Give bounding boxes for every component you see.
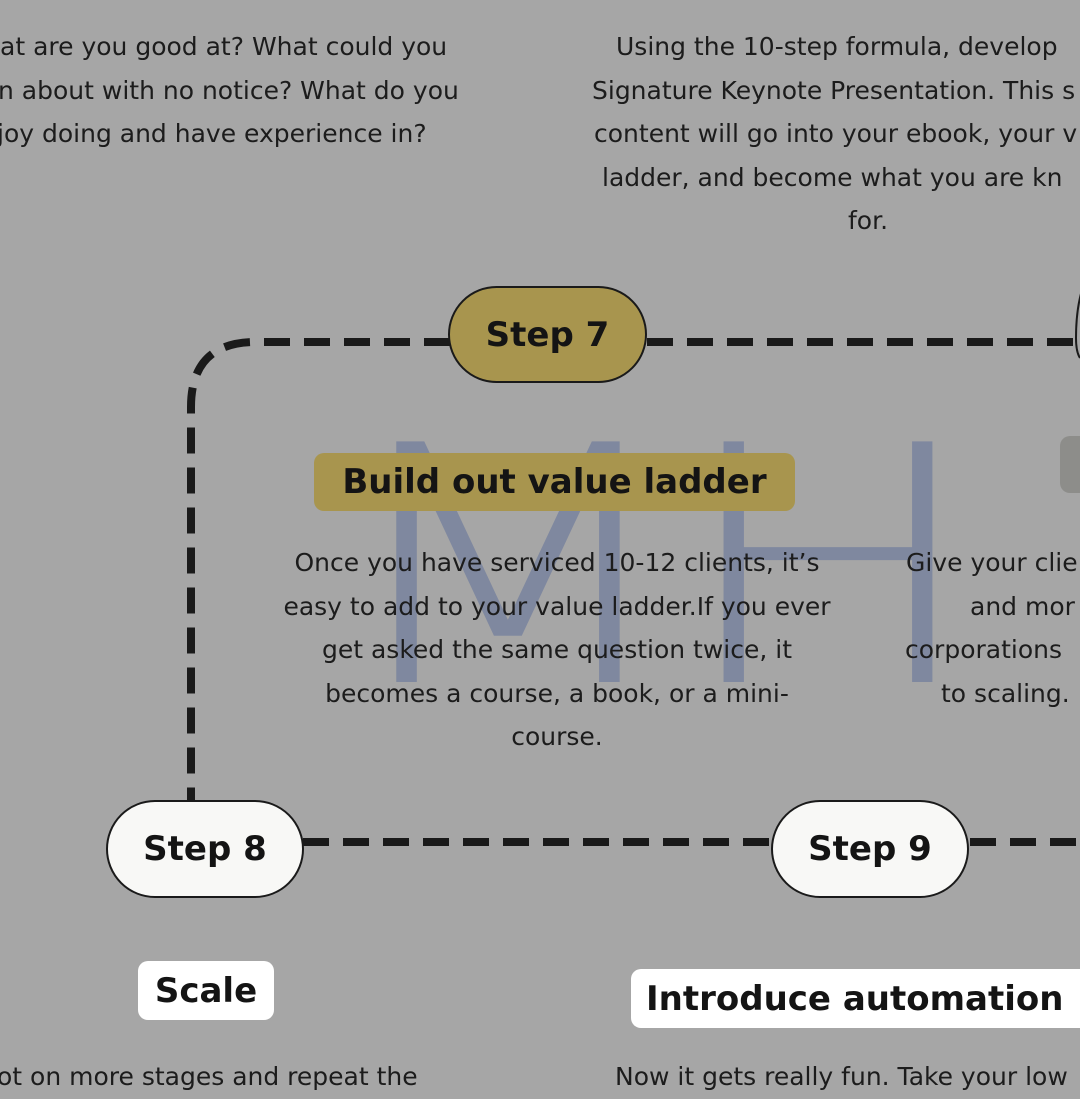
step-description-top-left: at are you good at? What could you n abo… — [0, 25, 485, 156]
text-line: content will go into your ebook, your v — [594, 119, 1078, 148]
text-line: corporations — [905, 635, 1062, 664]
connector-step7-to-step8 — [187, 338, 450, 800]
text-line: joy doing and have experience in? — [0, 119, 427, 148]
step-9-title: Introduce automation — [631, 969, 1080, 1028]
text-line: for. — [848, 206, 889, 235]
text-line: easy to add to your value ladder.If you … — [283, 591, 831, 621]
step-description-top-right: Using the 10-step formula, develop Signa… — [592, 25, 1080, 243]
text-line: Using the 10-step formula, develop — [616, 32, 1058, 61]
text-line: Give your clie — [906, 548, 1078, 577]
text-line: n about with no notice? What do you — [0, 75, 459, 105]
text-line: ladder, and become what you are kn — [602, 162, 1063, 192]
step-9-title-text: Introduce automation — [646, 978, 1064, 1019]
step-pill-partial-right — [1074, 293, 1080, 359]
step-8-title: Scale — [138, 961, 274, 1020]
text-line: get asked the same question twice, it — [321, 635, 793, 664]
text-line: Signature Keynote Presentation. This s — [592, 75, 1076, 105]
step-7-title: Build out value ladder — [314, 453, 795, 511]
step-7-pill: Step 7 — [448, 286, 647, 383]
text-line: and mor — [970, 591, 1075, 621]
text-line: course. — [511, 722, 603, 751]
step-title-partial-right — [1060, 436, 1080, 493]
step-9-description: Now it gets really fun. Take your low — [615, 1062, 1068, 1091]
step-9-pill: Step 9 — [771, 800, 969, 898]
text-line: Once you have serviced 10-12 clients, it… — [294, 548, 820, 577]
step-8-description: ot on more stages and repeat the — [0, 1062, 418, 1091]
step-8-pill: Step 8 — [106, 800, 304, 898]
text-line: to scaling. — [941, 678, 1070, 708]
text-line: becomes a course, a book, or a mini- — [325, 678, 789, 708]
step-description-partial-right: Give your clie and mor corporations to s… — [900, 541, 1080, 715]
step-7-description: Once you have serviced 10-12 clients, it… — [257, 541, 857, 759]
text-line: at are you good at? What could you — [0, 32, 448, 61]
